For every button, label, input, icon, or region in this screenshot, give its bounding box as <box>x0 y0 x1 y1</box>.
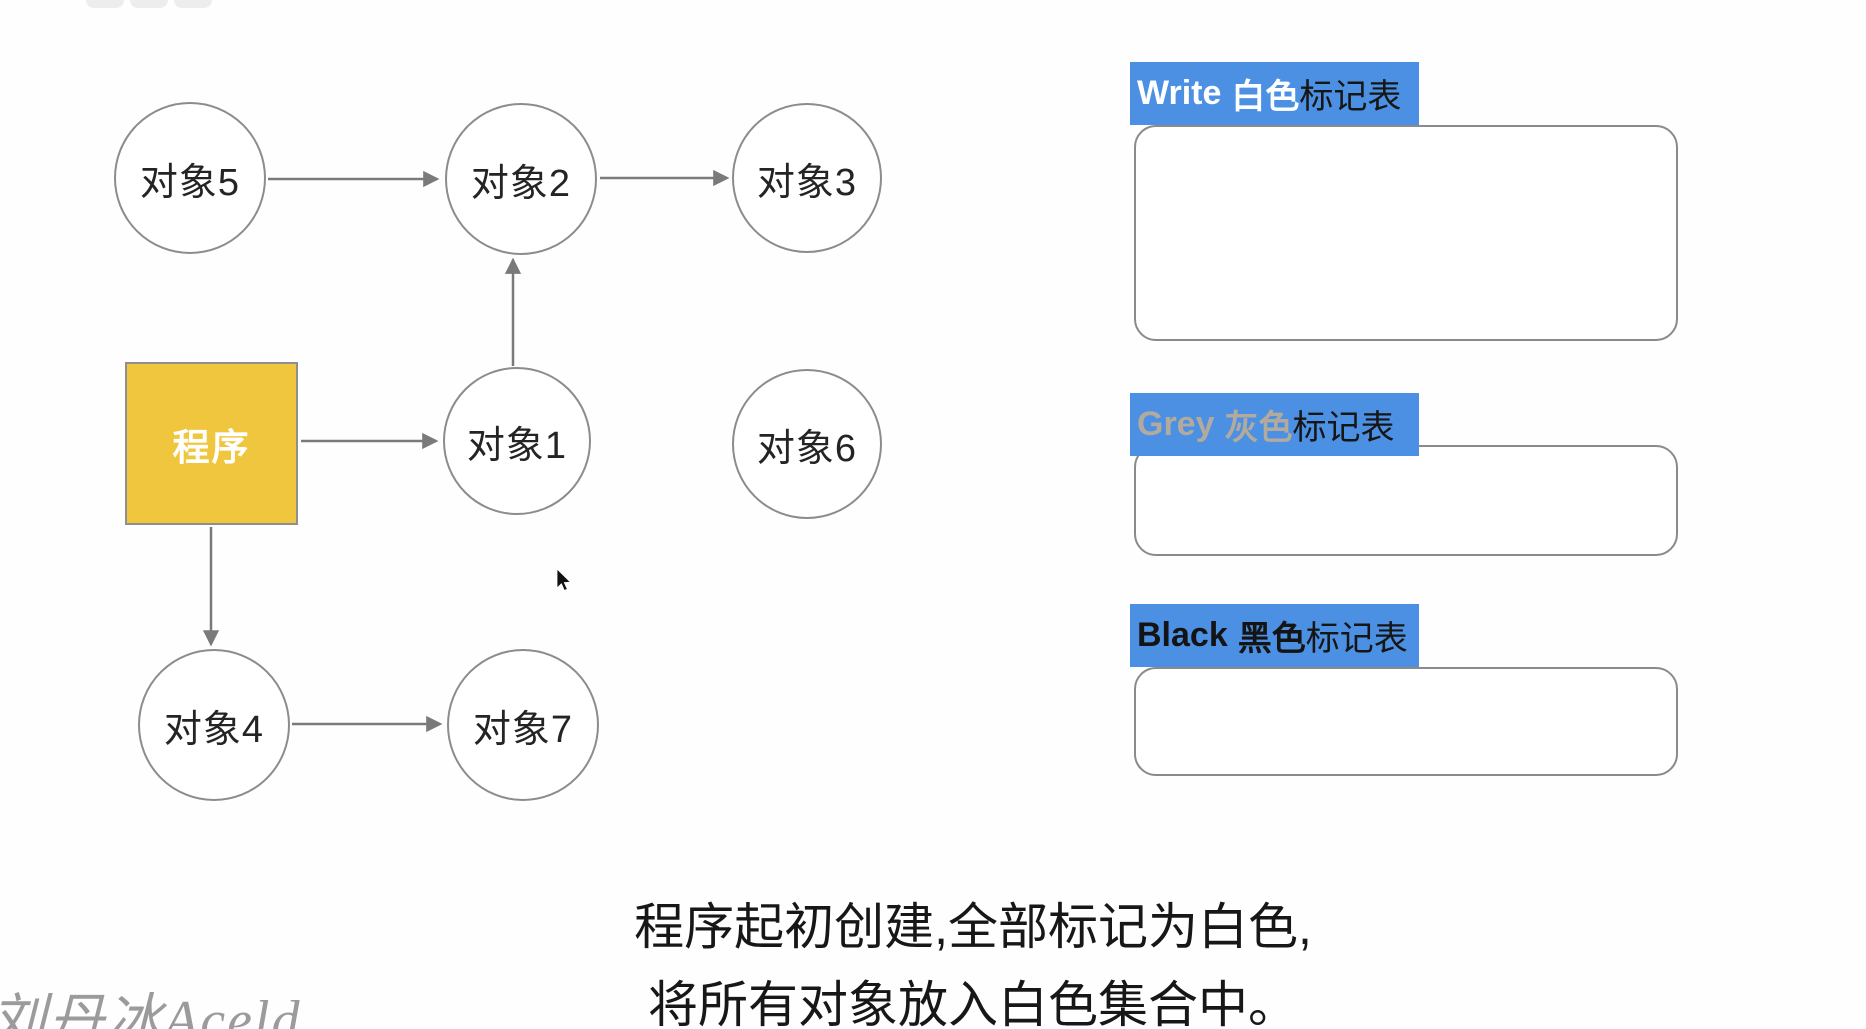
faint-watermark-artifact <box>86 0 236 8</box>
black-tag-en-label: Black <box>1137 616 1228 654</box>
object-node-6: 对象6 <box>732 369 882 519</box>
caption-text: 程序起初创建,全部标记为白色, 将所有对象放入白色集合中。 <box>463 888 1483 1029</box>
black-mark-table-box <box>1134 667 1678 776</box>
program-node: 程序 <box>125 362 298 525</box>
object-node-label: 对象5 <box>139 161 241 204</box>
black-tag-cn-label: 黑色 <box>1237 620 1306 658</box>
white-mark-table-box <box>1134 125 1678 341</box>
object-node-5: 对象5 <box>114 102 266 254</box>
black-tag-suffix-label: 标记表 <box>1305 620 1408 658</box>
program-node-label: 程序 <box>172 426 251 468</box>
grey-tag-en-label: Grey <box>1137 405 1215 443</box>
object-node-label: 对象3 <box>756 161 858 204</box>
white-tag-suffix-label: 标记表 <box>1299 78 1402 116</box>
object-node-label: 对象6 <box>756 427 858 470</box>
mouse-cursor-icon <box>556 569 572 592</box>
object-node-label: 对象4 <box>163 708 265 751</box>
caption-line-2: 将所有对象放入白色集合中。 <box>648 977 1298 1029</box>
object-node-label: 对象1 <box>466 424 568 467</box>
object-node-3: 对象3 <box>732 103 882 253</box>
object-node-1: 对象1 <box>443 367 591 515</box>
white-mark-table-tag: Write 白色 标记表 <box>1130 62 1419 125</box>
white-tag-cn-label: 白色 <box>1231 78 1300 116</box>
object-node-2: 对象2 <box>445 103 597 255</box>
object-node-7: 对象7 <box>447 649 599 801</box>
object-node-label: 对象2 <box>470 162 572 205</box>
black-mark-table-tag: Black 黑色 标记表 <box>1130 604 1419 667</box>
grey-mark-table-box <box>1134 445 1678 556</box>
white-tag-en-label: Write <box>1137 74 1222 112</box>
grey-tag-cn-label: 灰色 <box>1224 409 1293 447</box>
caption-line-1: 程序起初创建,全部标记为白色, <box>634 899 1312 955</box>
grey-mark-table-tag: Grey 灰色 标记表 <box>1130 393 1419 456</box>
object-node-label: 对象7 <box>472 708 574 751</box>
grey-tag-suffix-label: 标记表 <box>1292 409 1395 447</box>
author-watermark: 刘丹冰Aceld <box>0 990 302 1029</box>
diagram-edges <box>202 169 730 733</box>
object-node-4: 对象4 <box>138 649 290 801</box>
